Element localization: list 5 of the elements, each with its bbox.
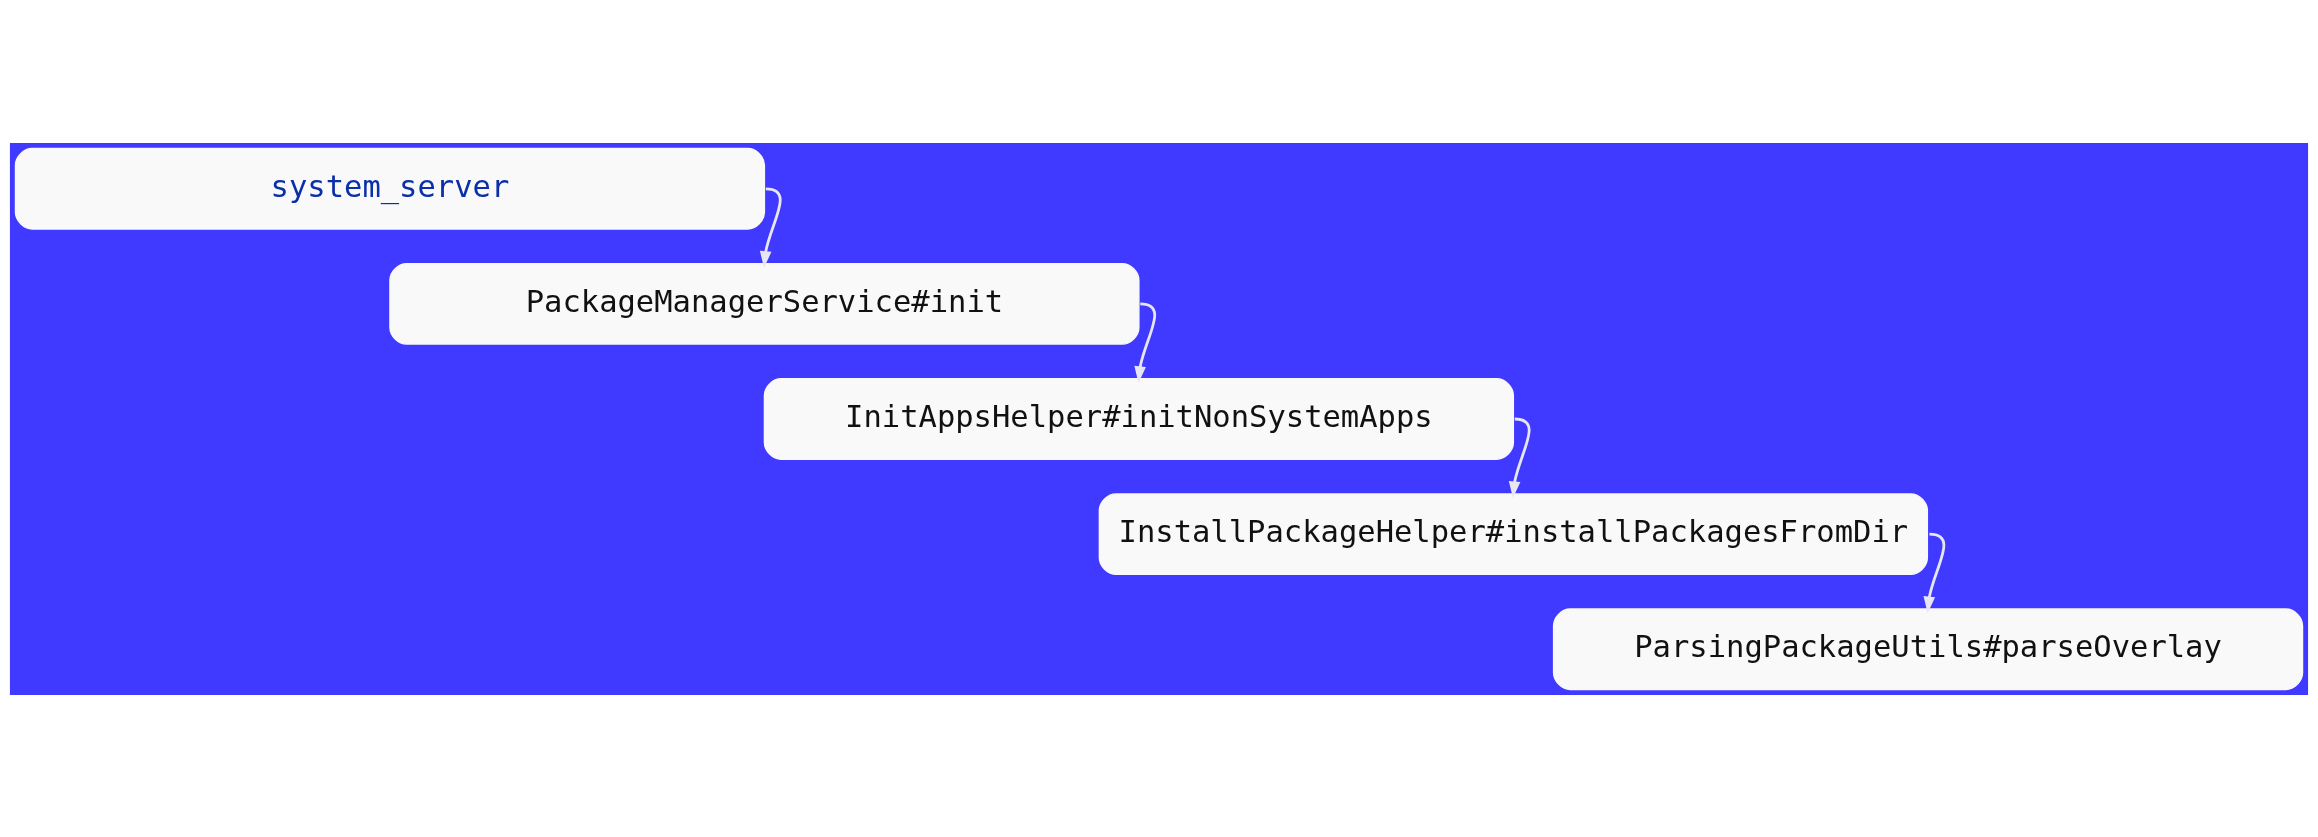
node-box: PackageManagerService#init <box>389 262 1140 345</box>
node-box: InitAppsHelper#initNonSystemApps <box>763 377 1515 460</box>
node-box: system_server <box>14 147 766 230</box>
node-box: InstallPackageHelper#installPackagesFromDir <box>1098 492 1929 575</box>
node-box: ParsingPackageUtils#parseOverlay <box>1552 607 2304 690</box>
